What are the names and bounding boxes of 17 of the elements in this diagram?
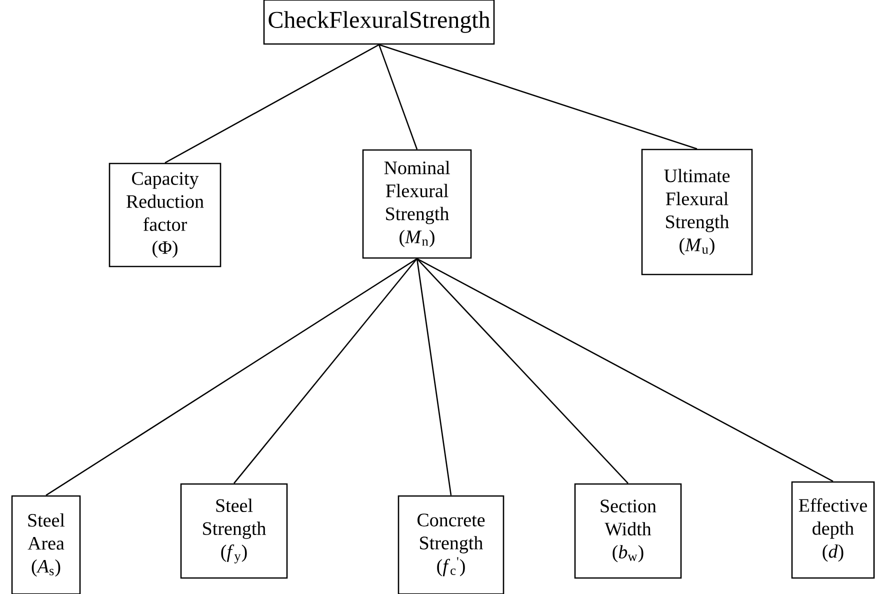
concept-box: Steel Area (A$_{s}$) bbox=[11, 495, 81, 594]
concept-box: Steel Strength (f$_{y}$) bbox=[180, 483, 288, 579]
concept-box: Concrete Strength (f$_{c}$$^{'}$) bbox=[398, 495, 504, 594]
concept-box: Section Width (b$_{w}$) bbox=[574, 483, 682, 579]
connector-line bbox=[378, 44, 698, 150]
concept-box: Ultimate Flexural Strength (M$_{u}$) bbox=[641, 148, 753, 276]
connector-line bbox=[164, 44, 380, 164]
connector-line bbox=[416, 258, 452, 496]
connector-line bbox=[416, 258, 628, 484]
connector-line bbox=[378, 44, 418, 150]
connector-line bbox=[234, 258, 418, 484]
title-box: CheckFlexuralStrength bbox=[263, 0, 495, 45]
connector-line bbox=[416, 258, 834, 482]
concept-box: Capacity Reduction factor (Φ) bbox=[108, 162, 222, 268]
concept-box: Effective depth (d) bbox=[791, 481, 875, 579]
connector-line bbox=[46, 258, 418, 496]
concept-box: Nominal Flexural Strength (M$_{n}$) bbox=[362, 149, 472, 259]
